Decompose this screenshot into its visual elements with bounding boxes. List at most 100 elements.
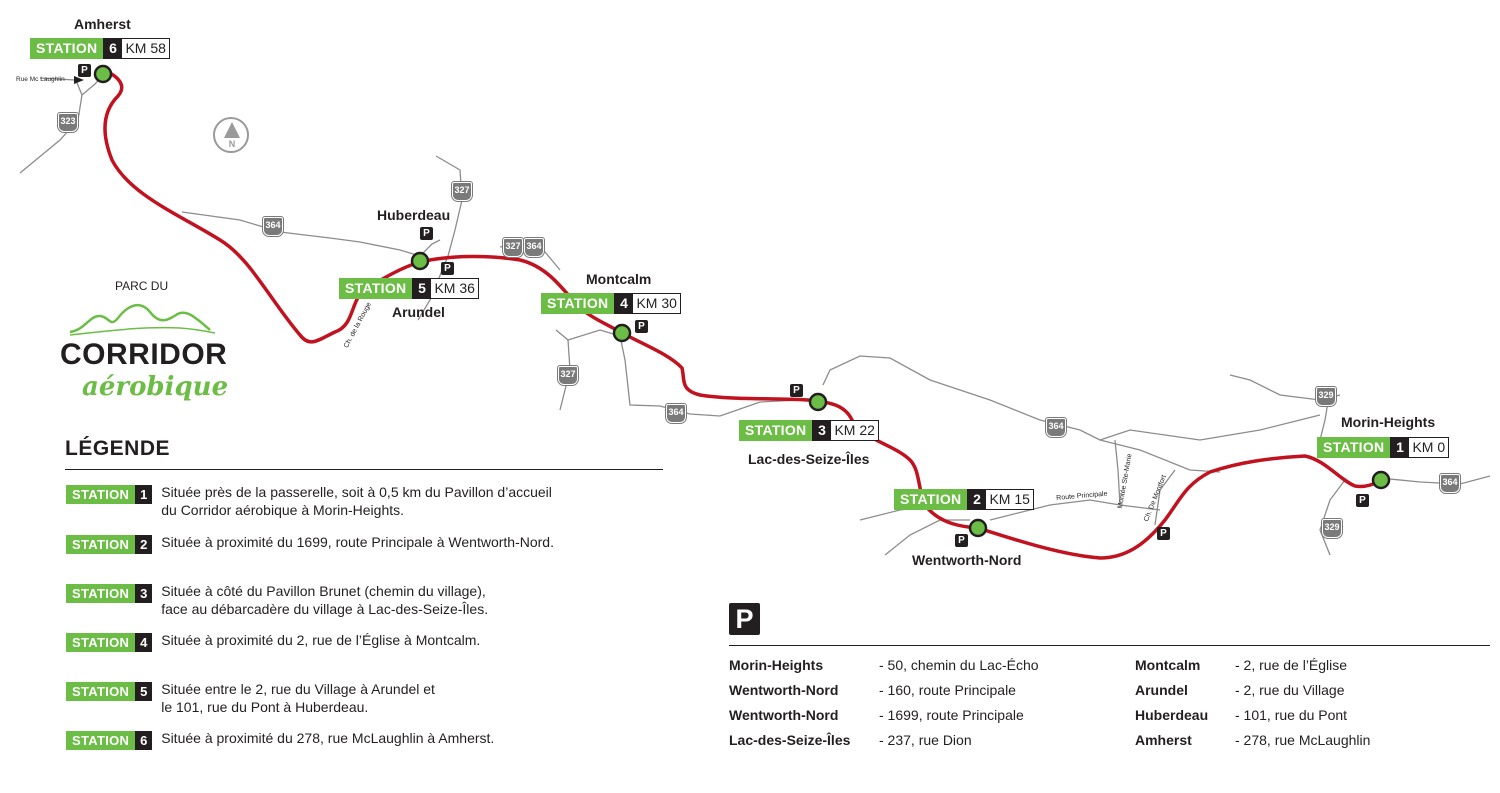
parking-address: - 50, chemin du Lac-Écho [879,657,1039,673]
route-shield-327: 327 [557,365,579,386]
parking-address: - 160, route Principale [879,682,1016,698]
parking-address: - 2, rue du Village [1235,682,1345,698]
parking-entry: Montcalm [1135,657,1200,673]
station-badge-number: 2 [967,489,987,510]
station-badge-label: STATION [739,420,813,441]
parking-place: Huberdeau [1135,707,1209,723]
north-indicator [213,117,249,153]
route-shield-329: 329 [1321,518,1343,539]
legend-badge-label: STATION [66,731,136,750]
station-badge-km: KM 15 [986,489,1034,510]
parking-address: - 1699, route Principale [879,707,1024,723]
legend-title: LÉGENDE [65,437,171,460]
logo-title: CORRIDOR [60,338,228,371]
legend-badge-label: STATION [66,633,136,652]
parking-address: - 101, rue du Pont [1235,707,1348,723]
parking-marker: P [420,227,433,240]
town-label-amherst: Amherst [74,16,131,32]
legend-badge-label: STATION [66,584,136,603]
town-label-lac-des-seize-iles: Lac-des-Seize-Îles [748,451,870,467]
legend-item-text: Située à proximité du 278, rue McLaughli… [161,730,495,746]
route-shield-364: 364 [523,237,545,258]
legend-item-text: Située à côté du Pavillon Brunet (chemin… [161,583,489,617]
legend-divider [65,469,663,470]
route-shield-364: 364 [262,216,284,237]
parking-place: Arundel [1135,682,1188,698]
parking-place: Wentworth-Nord [729,707,839,723]
legend-item-text: Située à proximité du 2, rue de l’Église… [161,632,481,648]
station-badge-number: 1 [1390,437,1410,458]
parking-place: Amherst [1135,732,1192,748]
legend-badge-label: STATION [66,535,136,554]
parking-divider [729,645,1490,646]
legend-badge-label: STATION [66,682,136,701]
north-letter: N [228,139,236,149]
station-badge-label: STATION [339,278,413,299]
legend-badge-number: 2 [135,535,153,554]
parking-icon: P [729,603,760,635]
legend-item-text: Située près de la passerelle, soit à 0,5… [161,484,552,518]
town-label-wentworth-nord: Wentworth-Nord [912,552,1022,568]
station-badge-number: 5 [412,278,432,299]
parking-address: - 278, rue McLaughlin [1235,732,1371,748]
parking-address: - 237, rue Dion [879,732,972,748]
route-shield-327: 327 [451,181,473,202]
station-badge-label: STATION [541,293,615,314]
parking-place: Wentworth-Nord [729,682,839,698]
parking-entry: Morin-Heights [729,657,823,673]
station-badge-number: 4 [614,293,634,314]
station-badge-label: STATION [894,489,968,510]
parking-entry: Arundel [1135,682,1188,698]
station-marker-4 [612,323,632,343]
town-label-morin-heights: Morin-Heights [1341,414,1436,430]
legend-item-text: Située entre le 2, rue du Village à Arun… [161,681,435,715]
station-marker-2 [968,518,988,538]
station-badge-6: STATION 6 KM 58 [30,38,170,59]
parking-marker: P [1157,527,1170,540]
parking-marker: P [441,262,454,275]
station-marker-6 [93,64,113,84]
route-shield-364: 364 [1439,473,1461,494]
parking-marker: P [955,534,968,547]
route-shield-329: 329 [1315,386,1337,407]
route-shield-327: 327 [502,237,524,258]
parking-entry: Wentworth-Nord [729,707,838,723]
parking-place: Lac-des-Seize-Îles [729,732,851,748]
route-shield-364: 364 [1045,417,1067,438]
station-badge-4: STATION 4 KM 30 [541,293,681,314]
station-badge-km: KM 22 [831,420,879,441]
station-badge-km: KM 58 [122,38,170,59]
station-badge-3: STATION 3 KM 22 [739,420,879,441]
legend-badge-number: 4 [135,633,153,652]
parking-marker: P [78,64,91,77]
parking-entry: Wentworth-Nord [729,682,838,698]
station-badge-km: KM 36 [431,278,479,299]
station-badge-km: KM 0 [1409,437,1450,458]
station-badge-label: STATION [1317,437,1391,458]
town-label-huberdeau: Huberdeau [377,207,451,223]
station-badge-label: STATION [30,38,104,59]
parking-marker: P [1356,494,1369,507]
station-badge-1: STATION 1 KM 0 [1317,437,1450,458]
station-badge-km: KM 30 [633,293,681,314]
legend-item-text: Située à proximité du 1699, route Princi… [161,534,554,550]
parking-marker: P [790,384,803,397]
legend-badge-number: 5 [135,682,153,701]
station-badge-number: 6 [103,38,123,59]
legend-badge-number: 3 [135,584,153,603]
town-label-montcalm: Montcalm [586,271,652,287]
station-marker-1 [1371,470,1391,490]
parking-place: Morin-Heights [729,657,824,673]
